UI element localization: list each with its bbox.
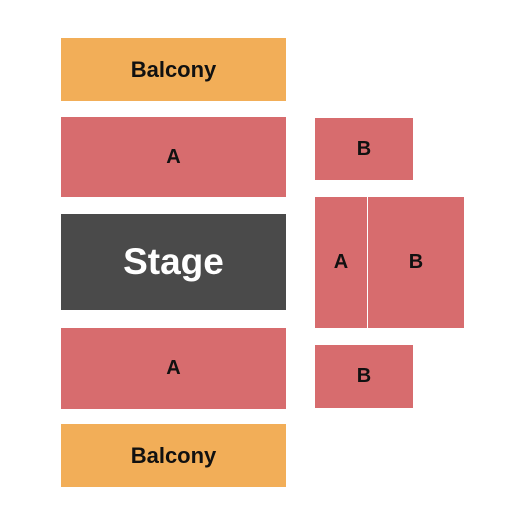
section-a-top[interactable]: A [61, 117, 286, 197]
section-a-side[interactable]: A [315, 197, 367, 328]
section-label: A [166, 145, 181, 168]
section-b-bottom[interactable]: B [315, 345, 413, 408]
section-label: A [166, 357, 181, 379]
stage-label: Stage [123, 241, 224, 282]
section-label: Balcony [130, 442, 217, 468]
section-b-top[interactable]: B [315, 118, 413, 180]
section-balcony-bottom[interactable]: Balcony [61, 424, 286, 487]
section-label: B [356, 137, 372, 160]
section-a-bottom[interactable]: A [61, 328, 286, 409]
section-label: B [408, 251, 424, 273]
stage: Stage [61, 214, 286, 310]
section-label: A [333, 251, 349, 273]
section-label: Balcony [130, 56, 217, 82]
section-b-side[interactable]: B [368, 197, 464, 328]
section-label: B [356, 365, 372, 387]
section-balcony-top[interactable]: Balcony [61, 38, 286, 101]
